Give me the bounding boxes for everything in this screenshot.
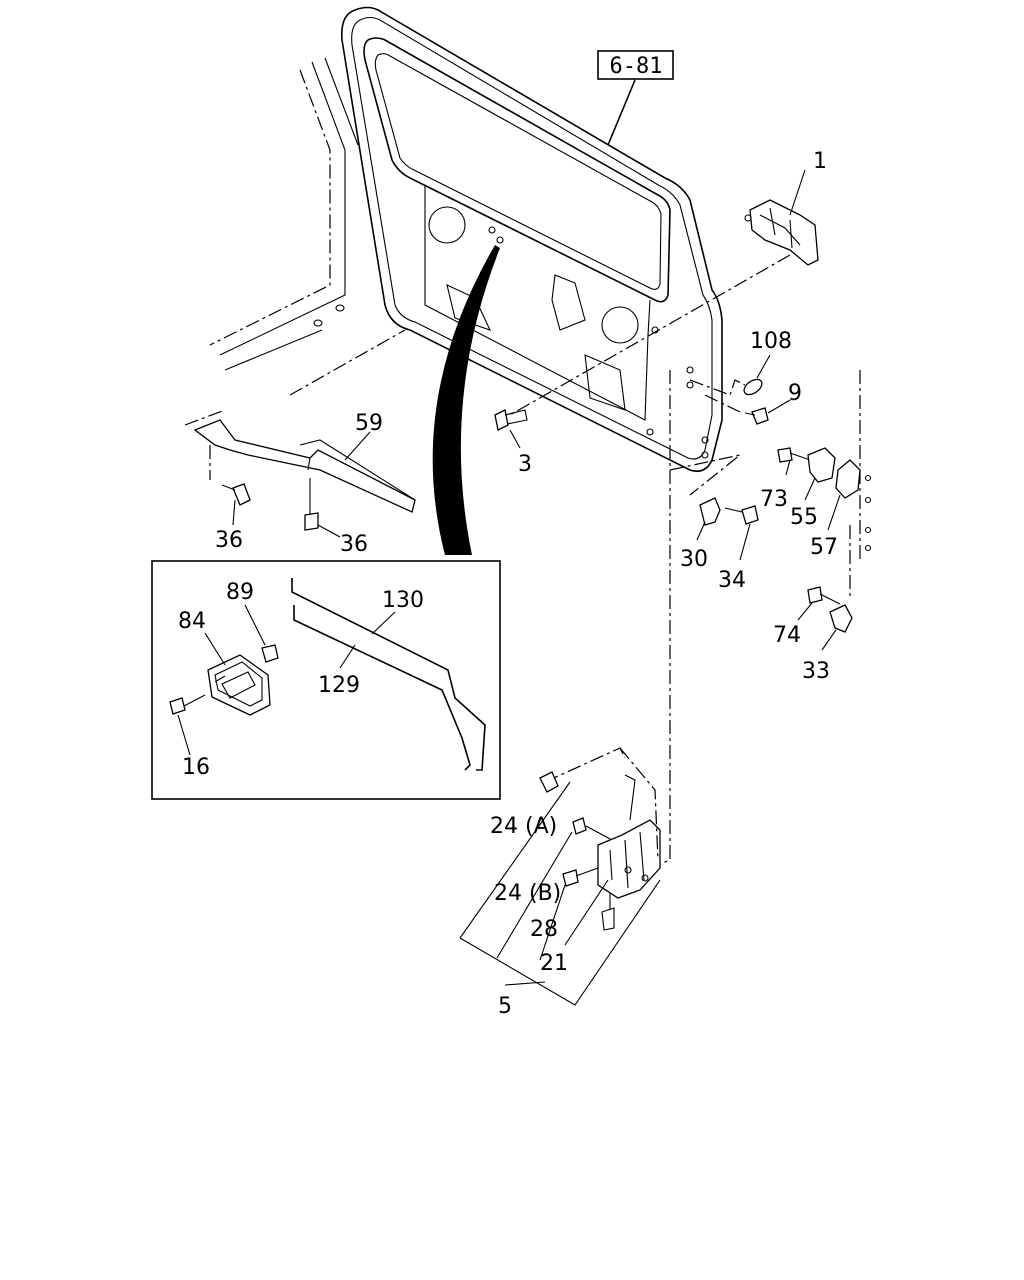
callout-16: 16	[182, 755, 210, 780]
reference-box-label: 6-81	[610, 54, 663, 79]
callout-89: 89	[226, 580, 254, 605]
callout-9: 9	[788, 381, 802, 406]
outside-handle	[744, 199, 819, 266]
callout-24a: 24 (A)	[490, 814, 557, 839]
bolt-34	[724, 505, 759, 525]
bolt-73	[777, 447, 811, 463]
callout-33: 33	[802, 659, 830, 684]
callout-34: 34	[718, 568, 746, 593]
callout-labels: 1 108 9 3 59 36 36 73 55 57 30 34 74 33 …	[178, 149, 838, 1019]
callout-21: 21	[540, 951, 568, 976]
callout-108: 108	[750, 329, 792, 354]
callout-36-b: 36	[340, 532, 368, 557]
callout-30: 30	[680, 547, 708, 572]
callout-73: 73	[760, 487, 788, 512]
screw-9	[744, 407, 769, 425]
bolt-74	[807, 586, 841, 605]
callout-129: 129	[318, 673, 360, 698]
bracket-30	[699, 497, 721, 526]
bolt-3	[494, 409, 528, 431]
callout-74: 74	[773, 623, 801, 648]
inset-box	[151, 560, 501, 800]
reference-box[interactable]: 6-81	[597, 50, 674, 80]
cab-body-outline	[209, 57, 406, 396]
check-link-59	[184, 409, 416, 513]
callout-84: 84	[178, 609, 206, 634]
bracket-55	[807, 447, 836, 483]
inset-leader-curve	[432, 245, 500, 555]
plate-57	[835, 459, 861, 499]
callout-1: 1	[813, 149, 827, 174]
bolt-36-a	[221, 483, 251, 506]
callout-130: 130	[382, 588, 424, 613]
callout-57: 57	[810, 535, 838, 560]
callout-3: 3	[518, 452, 532, 477]
callout-28: 28	[530, 917, 558, 942]
callout-24b: 24 (B)	[494, 881, 561, 906]
clip-33	[829, 604, 853, 633]
lock-assembly	[539, 747, 661, 931]
callout-36-a: 36	[215, 528, 243, 553]
door-frame	[340, 6, 723, 473]
grommet-108	[743, 378, 763, 396]
callout-55: 55	[790, 505, 818, 530]
bolt-36-b	[304, 478, 319, 531]
callout-59: 59	[355, 411, 383, 436]
callout-5: 5	[498, 994, 512, 1019]
